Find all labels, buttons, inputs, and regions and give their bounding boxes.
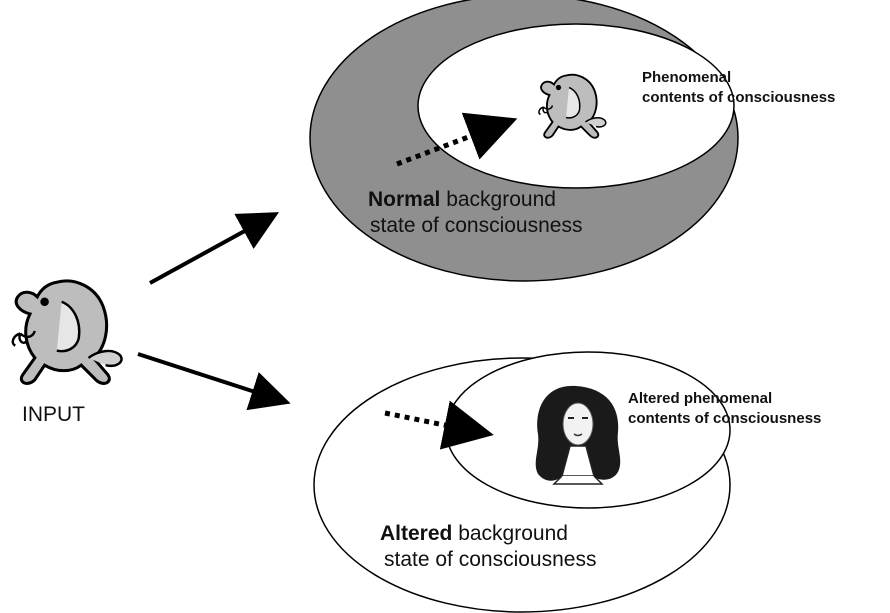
altered-background-label: Altered background state of consciousnes… xyxy=(380,521,596,573)
normal-contents-label: Phenomenal contents of consciousness xyxy=(642,68,835,108)
altered-background-line1: Altered background xyxy=(380,521,596,547)
normal-background-line1: Normal background xyxy=(368,187,582,213)
altered-contents-line1: Altered phenomenal xyxy=(628,390,773,407)
normal-background-rest: background xyxy=(440,188,556,211)
normal-background-bold: Normal xyxy=(368,188,441,211)
input-frog-icon xyxy=(11,279,124,385)
normal-background-label: Normal background state of consciousness xyxy=(368,187,582,239)
arrow-to-normal xyxy=(149,212,280,285)
input-label: INPUT xyxy=(22,403,85,426)
arrow-to-altered xyxy=(137,352,291,411)
altered-background-line2: state of consciousness xyxy=(384,548,597,571)
normal-background-line2: state of consciousness xyxy=(370,214,583,237)
normal-contents-line2: contents of consciousness xyxy=(642,89,836,106)
dotted-arrow-altered xyxy=(384,400,494,450)
normal-contents-line1: Phenomenal xyxy=(642,69,732,86)
altered-contents-line2: contents of consciousness xyxy=(628,410,822,427)
woman-portrait-icon xyxy=(535,385,621,485)
altered-contents-label: Altered phenomenal contents of conscious… xyxy=(628,389,821,429)
altered-background-rest: background xyxy=(452,522,568,545)
altered-background-bold: Altered xyxy=(380,522,453,545)
